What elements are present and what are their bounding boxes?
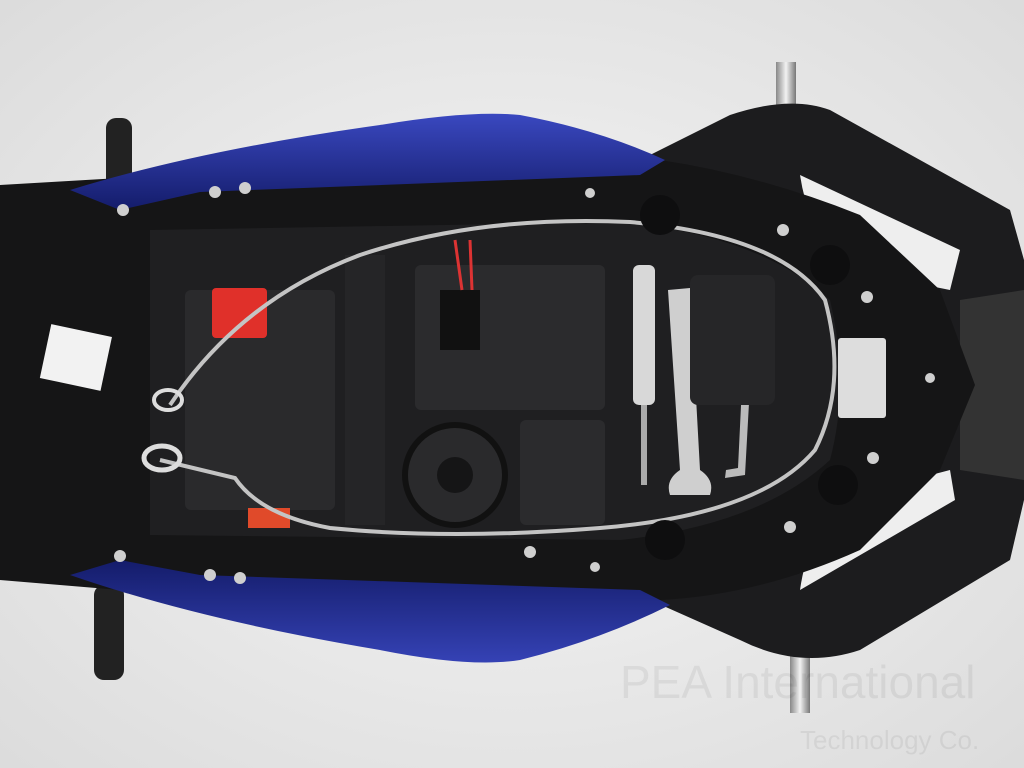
wrench [668,288,712,495]
pin-bottom [790,655,810,713]
tool-holder [690,275,775,405]
battery-terminal-red [212,288,267,338]
bolts [114,182,935,584]
security-cable [159,218,837,536]
blue-side-panel-bottom [70,560,670,663]
tail-section [960,290,1024,480]
relay-box [520,420,605,525]
red-wires [453,239,474,291]
watermark-line-1: PEA International [620,656,976,708]
fuse-connector [248,508,290,528]
screwdriver-handle [633,265,655,405]
watermark-line-2: Technology Co. [800,725,980,755]
grommets [640,195,858,560]
pin-top [776,62,796,112]
blue-side-panel-top [70,113,665,210]
cable-loop-end [141,443,183,473]
divider [345,255,385,525]
connector [440,290,480,350]
cable-loop-top [152,388,184,412]
battery [185,290,335,510]
label-sticker [39,324,112,391]
latch-plate [838,338,886,418]
footpeg-bottom [94,585,124,680]
screwdriver-shaft [641,405,647,485]
hex-key [725,385,750,478]
horn-center [437,457,473,493]
